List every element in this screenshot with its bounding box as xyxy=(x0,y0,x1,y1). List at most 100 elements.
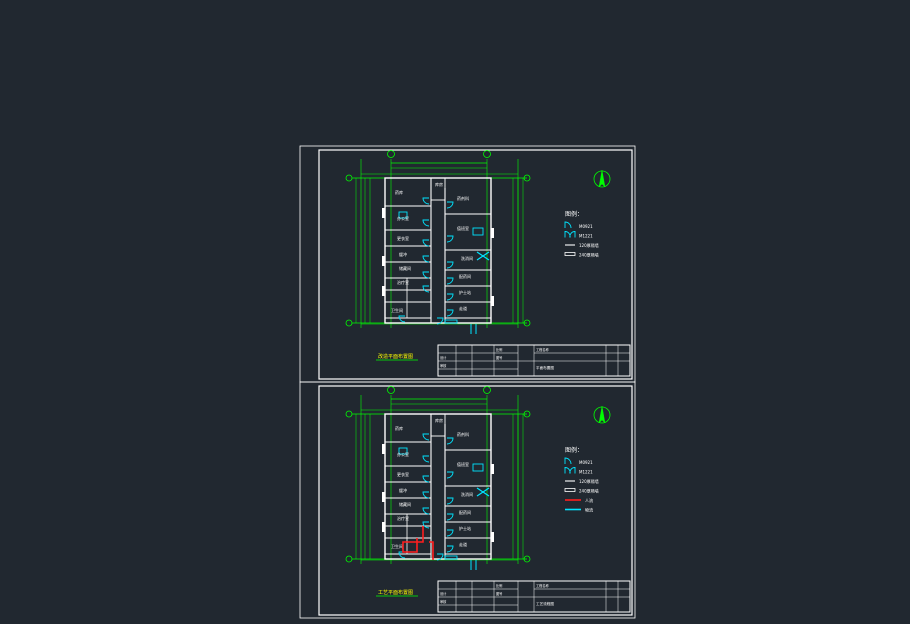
room-label: 缓冲 xyxy=(399,487,407,493)
legend-symbol xyxy=(564,221,572,229)
legend-symbol xyxy=(564,457,572,465)
axis-bubble-icon xyxy=(523,555,531,563)
wall-fill xyxy=(491,532,494,542)
room-label: 洗消间 xyxy=(461,491,473,497)
axis-bubble-icon xyxy=(345,174,353,182)
door-swing xyxy=(446,513,454,521)
legend-label: M1221 xyxy=(579,234,593,239)
room-label: 卫生间 xyxy=(391,307,403,313)
title-block-label: 设计 xyxy=(440,355,447,360)
room-label: 护士站 xyxy=(459,525,471,531)
room-label: 库房 xyxy=(435,181,443,187)
room-label: 更衣室 xyxy=(397,471,409,477)
door-swing xyxy=(422,285,430,293)
wall-fill xyxy=(382,286,385,296)
fixture xyxy=(398,211,408,219)
door-swing xyxy=(446,437,454,445)
axis-bubble-icon xyxy=(345,555,353,563)
wall-fill xyxy=(382,444,385,454)
door-swing xyxy=(446,497,454,505)
door-swing xyxy=(446,309,454,317)
wall xyxy=(430,413,446,437)
drawing-frame xyxy=(318,149,633,380)
room-label: 办公室 xyxy=(397,451,409,457)
door-swing xyxy=(422,255,430,263)
legend-symbol xyxy=(564,467,576,474)
wall-fill xyxy=(491,464,494,474)
room-label: 药库 xyxy=(395,189,403,195)
door-swing xyxy=(422,197,430,205)
door-swing xyxy=(446,471,454,479)
axis-bubble-icon xyxy=(523,174,531,182)
wall-fill xyxy=(382,492,385,502)
room-label: 办公室 xyxy=(397,215,409,221)
door-swing xyxy=(422,239,430,247)
door-swing xyxy=(436,317,444,325)
title-block-label: 比例 xyxy=(496,347,502,352)
room-label: 配药间 xyxy=(459,509,471,515)
door-swing xyxy=(422,521,430,529)
legend-label: 物流 xyxy=(585,507,593,513)
legend-symbol xyxy=(564,488,576,492)
room-label: 洗消间 xyxy=(461,255,473,261)
door-swing xyxy=(446,545,454,553)
room-label: 更衣室 xyxy=(397,235,409,241)
drawing-frame xyxy=(318,385,633,616)
door-swing xyxy=(446,529,454,537)
wall-fill xyxy=(382,208,385,218)
people-flow-line xyxy=(429,541,434,560)
room-label: 缓冲 xyxy=(399,251,407,257)
wall xyxy=(430,177,446,201)
legend-label: 120厚隔墙 xyxy=(579,478,599,484)
drawing-title: 改造平面布置图 xyxy=(378,353,413,360)
north-arrow-icon xyxy=(598,405,606,424)
axis-bubble-icon xyxy=(387,150,395,158)
wall-fill xyxy=(491,296,494,306)
drawing-name: 工艺流程图 xyxy=(536,601,554,606)
door-swing xyxy=(398,315,406,323)
room-label: 走道 xyxy=(459,541,467,547)
door-swing xyxy=(422,219,430,227)
legend-title: 图例： xyxy=(565,446,583,454)
room-label: 治疗室 xyxy=(397,515,409,521)
legend-label: 120厚隔墙 xyxy=(579,242,599,248)
door-swing xyxy=(422,475,430,483)
legend-label: 240厚隔墙 xyxy=(579,252,599,258)
axis-bubble-icon xyxy=(345,319,353,327)
title-block-label: 比例 xyxy=(496,583,502,588)
legend-label: M0921 xyxy=(579,224,593,229)
title-block-label: 审核 xyxy=(440,599,447,604)
room-label: 走道 xyxy=(459,305,467,311)
drawing-sheet-bottom: 药库库房药剂科办公室值班室更衣室缓冲洗消间储藏间配药间治疗室护士站卫生间走道图例… xyxy=(299,381,636,619)
title-block-label: 工程名称 xyxy=(536,583,550,588)
axis-bubble-icon xyxy=(483,150,491,158)
sheet-border xyxy=(299,145,636,383)
wall-fill xyxy=(491,228,494,238)
stair xyxy=(476,487,490,497)
axis-bubble-icon xyxy=(345,410,353,418)
title-block-label: 工程名称 xyxy=(536,347,550,352)
legend-label: 240厚隔墙 xyxy=(579,488,599,494)
room-label: 药剂科 xyxy=(457,431,469,437)
title-block-label: 设计 xyxy=(440,591,447,596)
room-label: 库房 xyxy=(435,417,443,423)
title-block-label: 图号 xyxy=(496,355,502,360)
door-swing xyxy=(436,553,444,561)
legend-label: 人流 xyxy=(585,497,593,503)
axis-bubble-icon xyxy=(483,386,491,394)
room-label: 配药间 xyxy=(459,273,471,279)
drawing-sheet-top: 药库库房药剂科办公室值班室更衣室缓冲洗消间储藏间配药间治疗室护士站卫生间走道图例… xyxy=(299,145,636,383)
door-swing xyxy=(446,277,454,285)
sheet-border xyxy=(299,381,636,619)
door-swing xyxy=(422,507,430,515)
legend-label: M0921 xyxy=(579,460,593,465)
fixture xyxy=(398,447,408,455)
fixture xyxy=(472,227,484,236)
door-swing xyxy=(446,261,454,269)
fixture xyxy=(472,463,484,472)
room-label: 值班室 xyxy=(457,225,469,231)
room-label: 值班室 xyxy=(457,461,469,467)
room-label: 药库 xyxy=(395,425,403,431)
people-flow-line xyxy=(402,526,424,553)
